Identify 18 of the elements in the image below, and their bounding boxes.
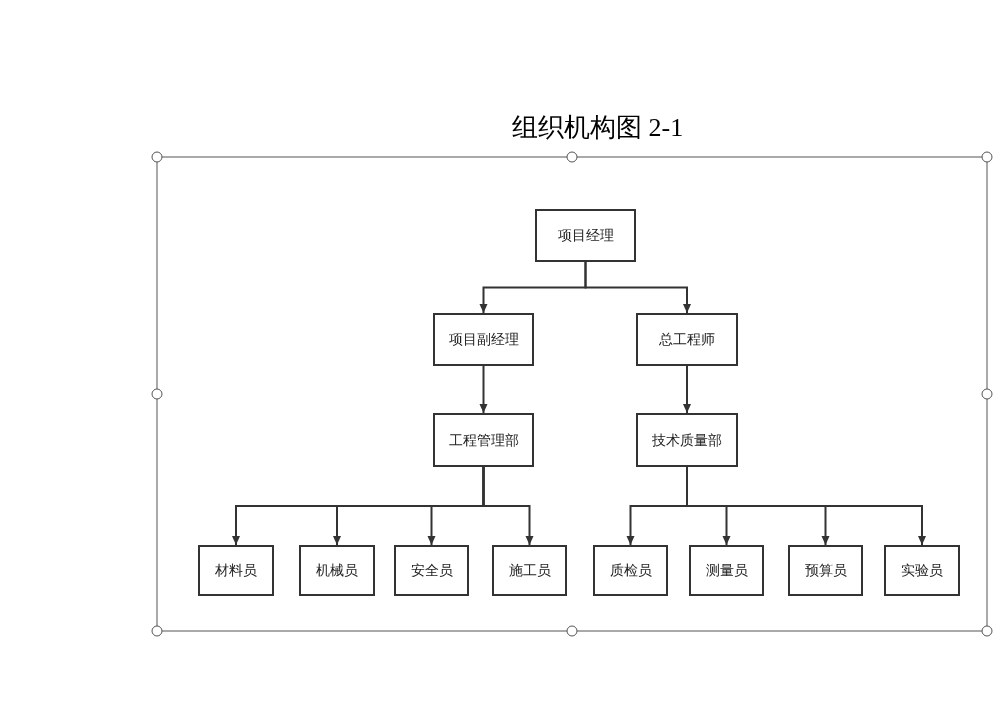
org-box: 实验员 xyxy=(884,545,960,596)
arrow xyxy=(683,365,691,414)
org-box: 安全员 xyxy=(394,545,469,596)
arrow xyxy=(482,466,534,546)
org-box: 工程管理部 xyxy=(433,413,534,467)
arrow xyxy=(479,365,488,414)
org-box: 材料员 xyxy=(198,545,274,596)
arrow xyxy=(686,466,926,546)
org-box: 质检员 xyxy=(593,545,668,596)
arrow xyxy=(584,261,691,314)
org-box: 项目副经理 xyxy=(433,313,534,366)
org-box: 测量员 xyxy=(689,545,764,596)
org-box: 技术质量部 xyxy=(636,413,738,467)
org-box: 总工程师 xyxy=(636,313,738,366)
org-box: 施工员 xyxy=(492,545,567,596)
org-box: 项目经理 xyxy=(535,209,636,262)
org-box: 机械员 xyxy=(299,545,375,596)
org-box: 预算员 xyxy=(788,545,863,596)
